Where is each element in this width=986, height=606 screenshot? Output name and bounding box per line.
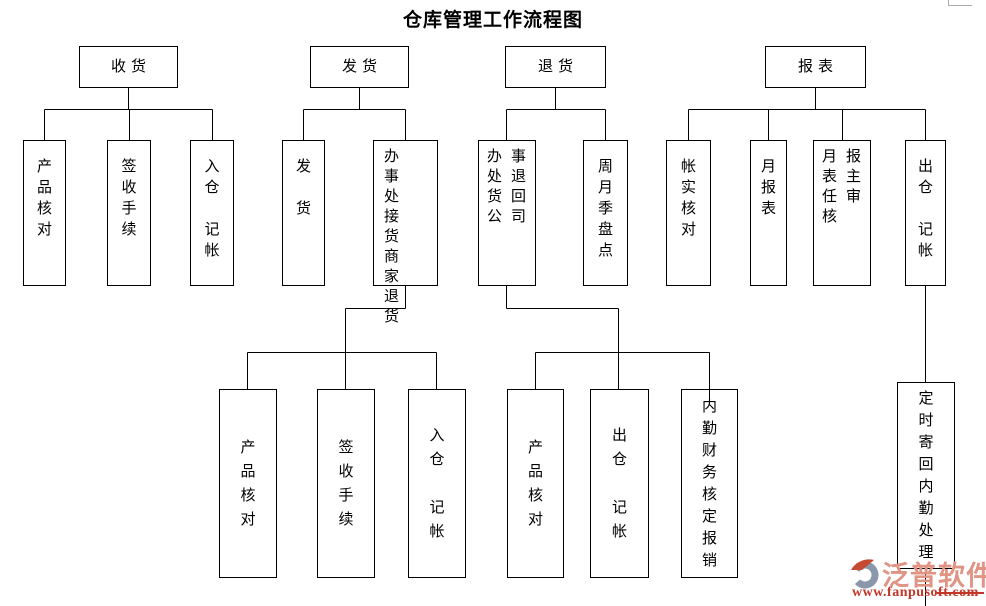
node-warehouse-out-bookkeeping-reports: 出 仓 记 帐	[905, 140, 946, 286]
node-monthly-report-director-review: 月报 表主 任审 核	[813, 140, 871, 286]
node-ship-goods: 发 货	[282, 140, 325, 286]
node-shipping: 发货	[310, 46, 409, 88]
node-returns: 退货	[505, 46, 606, 88]
node-warehouse-in-bookkeeping-1: 入 仓 记 帐	[190, 140, 234, 286]
node-returns-label: 退货	[537, 58, 578, 75]
fanpu-url-strike-line	[937, 592, 984, 594]
node-office-return-to-company: 办事 处退 货回 公司	[478, 140, 536, 286]
node-warehouse-in-bookkeeping-2: 入 仓 记 帐	[408, 389, 466, 578]
fanpu-watermark: 泛普软件 www.fanpusoft.com	[849, 556, 986, 606]
node-monthly-report: 月 报 表	[750, 140, 787, 286]
node-sign-procedure-2: 签 收 手 续	[317, 389, 375, 578]
node-internal-finance-expense-approval: 内 勤 财 务 核 定 报 销	[681, 389, 738, 578]
node-reports-label: 报表	[797, 58, 838, 75]
fanpu-brand-text: 泛普软件	[882, 561, 986, 592]
fanpu-logo-icon	[851, 559, 879, 589]
node-sign-procedure-1: 签 收 手 续	[107, 140, 151, 286]
node-shipping-label: 发货	[341, 58, 382, 75]
node-product-check-3: 产 品 核 对	[507, 389, 564, 578]
node-week-month-quarter-stocktake: 周 月 季 盘 点	[583, 140, 628, 286]
node-product-check-2: 产 品 核 对	[219, 389, 277, 578]
node-warehouse-out-bookkeeping-returns: 出 仓 记 帐	[590, 389, 649, 578]
flowchart-title: 仓库管理工作流程图	[402, 9, 583, 31]
fanpu-url-text: www.fanpusoft.com	[852, 585, 979, 600]
corner-fragment	[948, 0, 972, 6]
node-scheduled-send-back-internal-processing: 定 时 寄 回 内 勤 处 理	[897, 382, 955, 569]
node-reports: 报表	[765, 46, 866, 88]
node-receiving: 收货	[79, 46, 178, 88]
node-account-physical-check: 帐 实 核 对	[666, 140, 711, 286]
node-office-receive-merchant-returns: 办事 处接 货商 家退 货	[373, 140, 438, 325]
node-receiving-label: 收货	[110, 58, 151, 75]
node-product-check-1: 产 品 核 对	[23, 140, 66, 286]
